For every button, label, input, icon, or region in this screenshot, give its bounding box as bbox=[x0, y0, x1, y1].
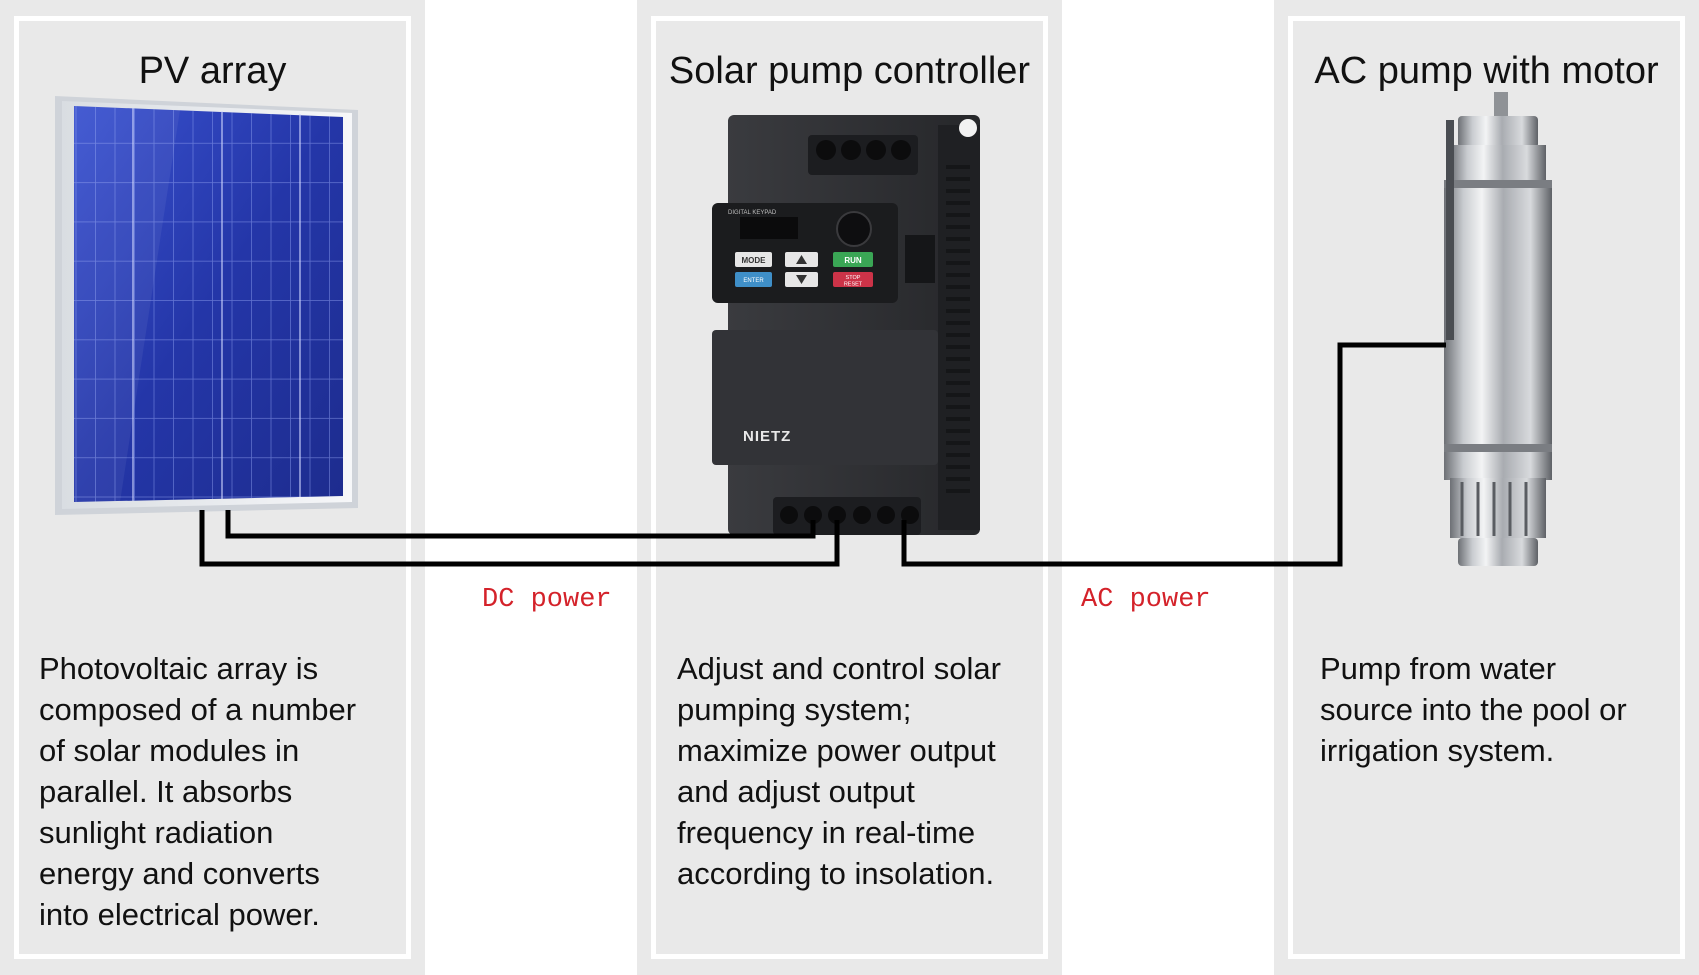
pv-array-description: Photovoltaic array is composed of a numb… bbox=[39, 651, 357, 932]
enter-key: ENTER bbox=[743, 278, 764, 284]
panel-border bbox=[651, 16, 1048, 959]
mode-key: MODE bbox=[742, 256, 767, 265]
controller-description: Adjust and control solar pumping system;… bbox=[677, 651, 1001, 891]
keypad-title: DIGITAL KEYPAD bbox=[728, 210, 777, 216]
pump-title: AC pump with motor bbox=[1314, 50, 1659, 92]
dc-wire-negative bbox=[199, 510, 840, 567]
pump-description: Pump from water source into the pool or … bbox=[1320, 651, 1627, 768]
controller-panel: Solar pump controller Adjust and control… bbox=[637, 0, 1062, 975]
stop-key: STOP bbox=[846, 275, 861, 281]
ac-wire bbox=[901, 342, 1446, 567]
panel-border bbox=[1288, 16, 1685, 959]
controller-device-icon: DIGITAL KEYPAD MODE RUN ENTER STOP RESET… bbox=[712, 115, 980, 535]
pv-array-title: PV array bbox=[138, 50, 287, 92]
controller-title: Solar pump controller bbox=[668, 50, 1031, 92]
dc-wire-positive bbox=[225, 510, 816, 539]
brand-logo: NIETZ bbox=[743, 428, 791, 445]
dc-power-label: DC power bbox=[482, 585, 612, 615]
down-arrow-icon bbox=[796, 275, 807, 284]
solar-panel-icon bbox=[55, 96, 358, 515]
pump-motor-icon bbox=[1444, 92, 1552, 566]
panel-border bbox=[14, 16, 411, 959]
wiring bbox=[199, 342, 1446, 567]
up-arrow-icon bbox=[796, 255, 807, 264]
ac-power-label: AC power bbox=[1081, 585, 1211, 615]
reset-key: RESET bbox=[844, 282, 863, 288]
run-key: RUN bbox=[844, 256, 862, 265]
